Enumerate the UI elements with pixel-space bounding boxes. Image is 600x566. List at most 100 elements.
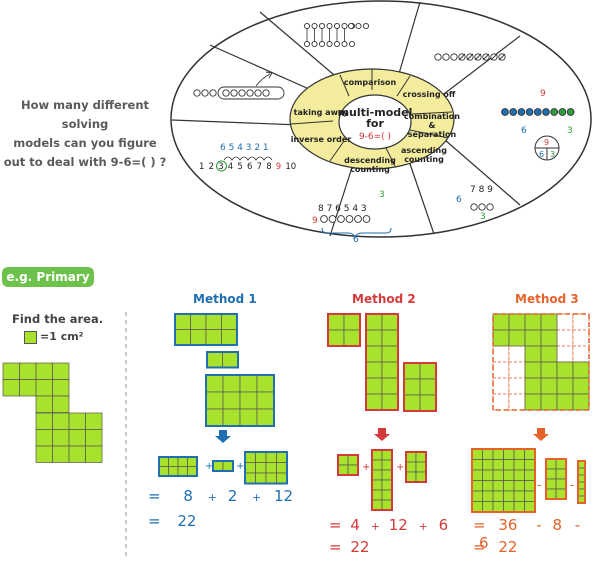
grid-cell [190,313,207,330]
empty-cell [572,313,590,331]
grid-cell [365,345,383,363]
shape-mid-block [35,395,70,413]
asc-bottom: 3 [480,212,486,222]
number-tick: 6 [247,162,252,172]
grid-cell [337,454,349,466]
label-ascending-counting: counting [404,155,444,164]
grid-outline [405,451,427,483]
grid-cell [365,361,383,379]
grid-cell [419,378,437,396]
grid-cell [556,377,574,395]
grid-cell [555,468,567,480]
ascending-illustration: 7 8 9 6 3 [456,185,494,222]
empty-cell [508,345,526,363]
counter-dot [486,203,494,211]
grid-cell [19,362,37,380]
grid-outline [174,313,238,346]
shape-top-block [2,362,70,397]
circle-six: 6 [539,150,544,159]
grid-cell [205,329,222,346]
grid-cell [205,313,222,330]
counter-dot [238,89,246,97]
grid-cell [365,313,383,331]
method-2-title: Method 2 [352,292,416,306]
grid-cell [503,469,515,481]
grid-cell [35,412,53,430]
grid-cell [222,408,241,427]
counter-dot [333,22,341,30]
label-crossing-off: crossing off [403,90,456,99]
eq-result: 22 [498,538,518,556]
cross-mark [482,53,490,61]
grid-cell [35,429,53,447]
method-1-eq-line-2: = 22 [148,512,196,530]
eq-op: + [207,491,217,504]
question-line-2: models can you figure [13,136,157,150]
center-equation: 9-6=( ) [359,132,391,142]
grid-cell [492,480,504,492]
label-descending-counting: counting [350,165,390,174]
counter-dot [318,40,326,48]
takeaway-removed [222,89,270,97]
grid-cell [381,469,393,481]
eq-op: + [252,491,262,504]
method-1-title: Method 1 [193,292,257,306]
m3-small-6 [577,460,586,504]
grid-cell [35,362,53,380]
grid-cell [492,448,504,460]
m2-small-4 [337,454,359,476]
grid-cell [556,393,574,411]
grid-cell [174,313,191,330]
grid-cell [265,462,277,474]
grid-cell [540,393,558,411]
grid-cell [239,374,258,393]
counter-dot [311,22,318,30]
grid-cell [52,362,70,380]
counter-dot [311,40,318,48]
method-2-eq-line-1: = 4 + 12 + 6 [329,516,448,534]
area-grids: ++++-- [2,313,590,513]
grid-cell [365,329,383,347]
grid-cell [405,461,417,473]
grid-cell [482,459,494,471]
grid-cell [513,490,525,502]
grid-cell [365,377,383,395]
counter-dot [201,89,209,97]
cross-mark [490,53,498,61]
plus-icon: + [236,461,244,472]
plus-icon: + [205,461,213,472]
grid-cell [577,467,586,476]
grid-cell [540,345,558,363]
grid-cell [492,459,504,471]
method-1-pieces: ++ [158,313,288,485]
grid-cell [276,472,288,484]
grid-cell [513,459,525,471]
grid-cell [347,464,359,476]
m3-small-8 [545,458,567,500]
ring-divider [290,120,334,125]
grid-cell [327,313,345,331]
counter-dot [303,40,311,48]
grid-cell [471,480,483,492]
grid-outline [471,448,536,513]
method-3-title: Method 3 [515,292,579,306]
grid-cell [276,451,288,463]
m1-piece-2 [206,351,239,369]
eq-sign: = [329,538,342,556]
ascending-row [470,203,494,211]
grid-cell [503,459,515,471]
grid-cell [255,472,267,484]
counter-dot [566,108,575,116]
counter-dot [254,89,262,97]
question-line-1: How many different solving [20,98,150,131]
eq-value: 2 [227,487,238,505]
number-tick: 10 [285,162,296,172]
original-shape [2,362,103,463]
number-tick: 7 [257,162,262,172]
grid-cell [513,469,525,481]
m3-top-fill [492,313,558,347]
empty-cell [492,377,510,395]
eq-result: 22 [350,538,370,556]
number-tick: 2 [209,162,214,172]
